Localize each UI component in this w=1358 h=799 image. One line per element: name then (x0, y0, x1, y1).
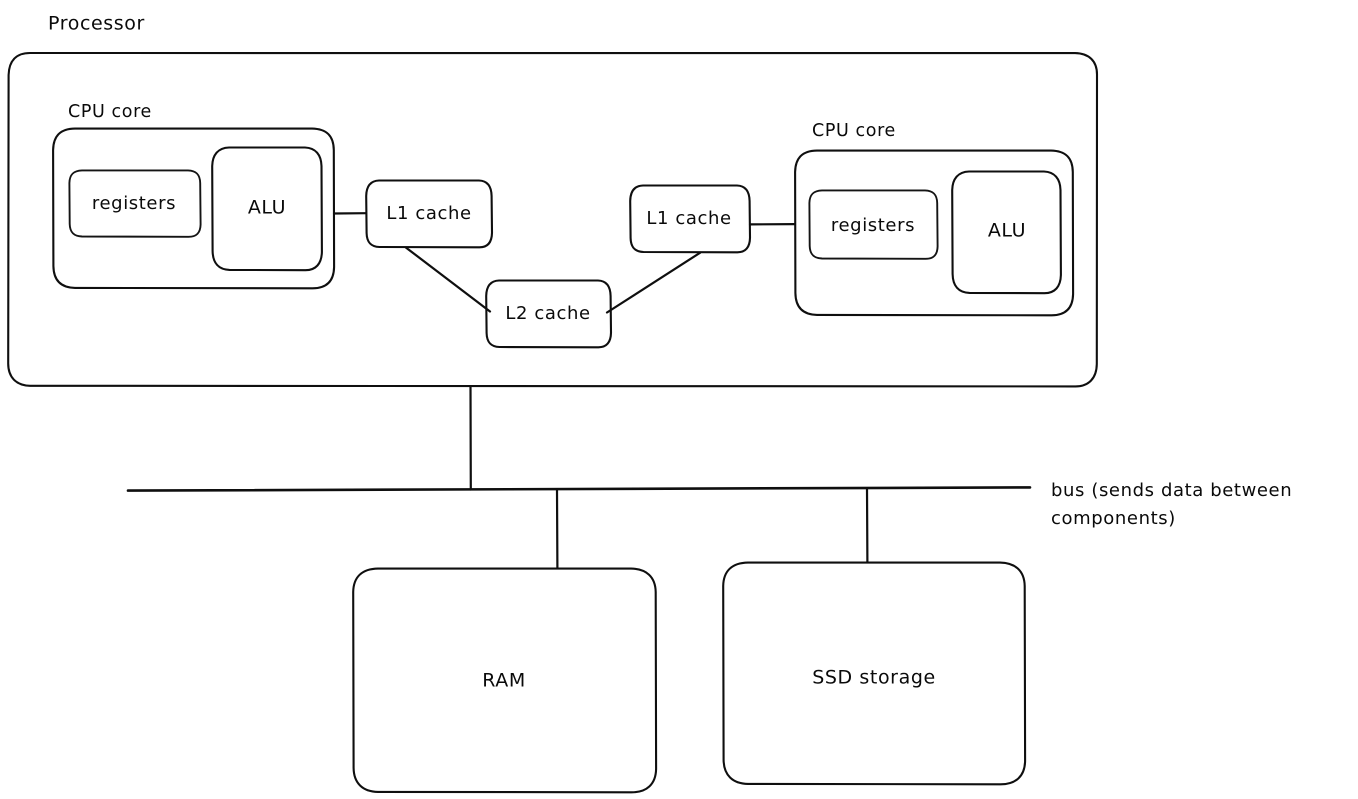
node-alu-left[interactable] (211, 146, 323, 272)
bus-label-line1: bus (sends data between (1051, 480, 1292, 501)
node-ssd[interactable] (722, 561, 1027, 786)
ram-label: RAM (482, 670, 526, 692)
alu-left-label: ALU (248, 197, 286, 219)
bus-label-line2: components) (1051, 508, 1176, 529)
node-l1-cache-right[interactable] (629, 184, 752, 254)
registers-right-label: registers (831, 215, 915, 236)
node-ram[interactable] (352, 567, 658, 794)
cpu-core-right-label: CPU core (812, 121, 896, 141)
node-registers-right[interactable] (808, 189, 939, 260)
ssd-label: SSD storage (812, 667, 936, 689)
processor-label: Processor (48, 13, 145, 35)
node-registers-left[interactable] (68, 169, 202, 238)
alu-right-label: ALU (988, 220, 1026, 242)
registers-left-label: registers (92, 193, 176, 214)
bus-line[interactable] (126, 486, 1032, 492)
edge-l1-left-to-l2 (404, 246, 492, 313)
l1-cache-left-label: L1 cache (386, 203, 471, 224)
node-alu-right[interactable] (951, 170, 1062, 295)
cpu-core-left-label: CPU core (68, 102, 152, 122)
l1-cache-right-label: L1 cache (646, 208, 731, 229)
node-l1-cache-left[interactable] (365, 179, 494, 249)
node-l2-cache[interactable] (485, 279, 613, 349)
l2-cache-label: L2 cache (505, 303, 590, 324)
edge-l2-to-l1-right (605, 251, 702, 314)
